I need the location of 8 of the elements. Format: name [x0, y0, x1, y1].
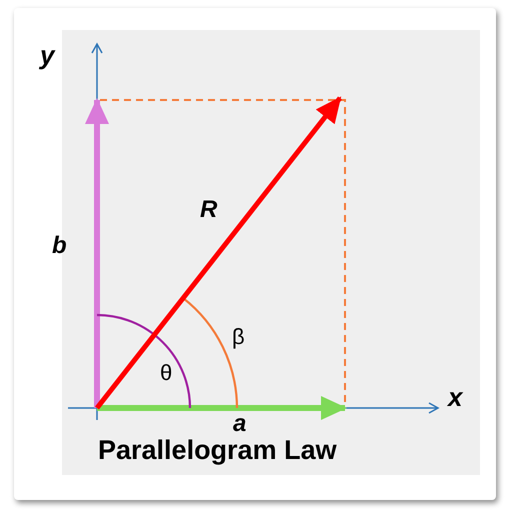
- vector-label: a: [233, 412, 246, 436]
- axis-label: y: [40, 42, 54, 68]
- axis-label: x: [448, 384, 462, 410]
- vector-label: R: [200, 198, 218, 222]
- diagram-caption: Parallelogram Law: [98, 437, 337, 464]
- angle-label: θ: [160, 362, 172, 384]
- angle-label: β: [232, 326, 245, 348]
- vector-label: b: [52, 234, 67, 258]
